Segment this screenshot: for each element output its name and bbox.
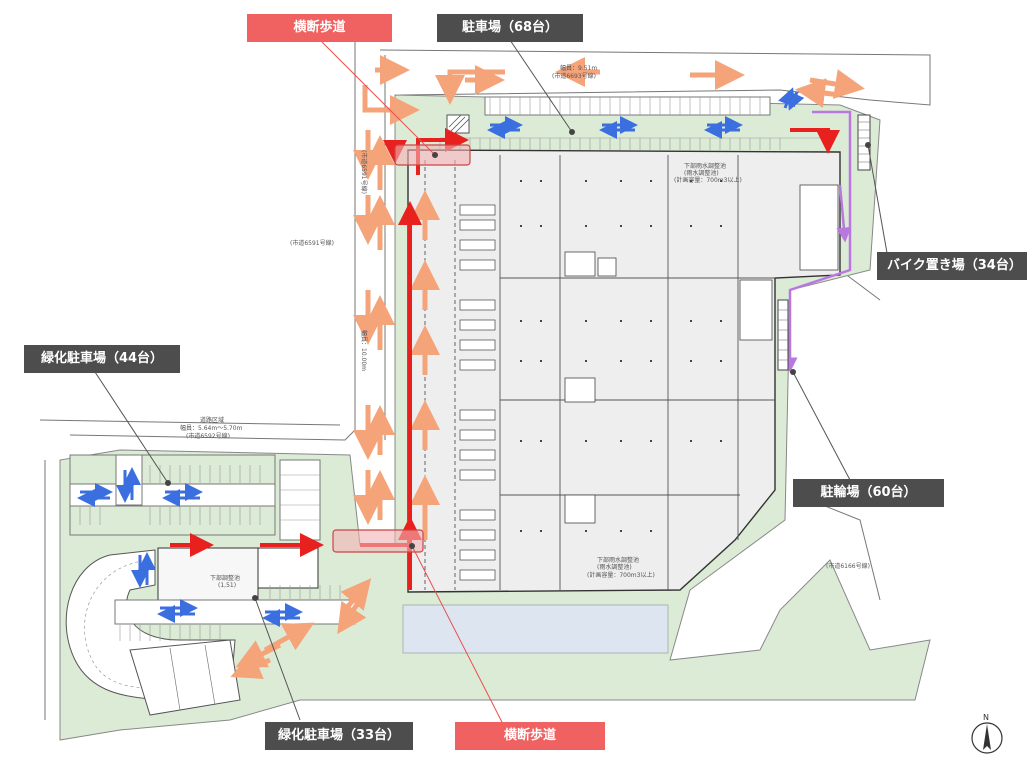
road-north-width: 幅員：9.51m — [560, 64, 597, 72]
road-south-name: 道路区域 — [200, 416, 224, 424]
road-north-id: (市道6693号線) — [552, 72, 596, 80]
lower-west-building — [157, 547, 259, 603]
bike-parking-area — [857, 114, 871, 171]
tank-north-label-1: 下部雨水調整池 — [684, 162, 726, 170]
green-parking-44-ramp — [115, 454, 143, 506]
callout-bicycle-60: 駐輪場（60台） — [793, 479, 944, 507]
tank-north-label-3: (計画容量：700m3以上) — [674, 176, 742, 184]
green-parking-33-stalls — [119, 585, 341, 641]
column-dots — [520, 180, 722, 532]
callout-green-parking-33: 緑化駐車場（33台） — [265, 722, 413, 750]
green-parking-44-aisle — [69, 483, 276, 507]
lower-ramp — [129, 639, 241, 716]
stair-sub-label: (1,51) — [218, 582, 236, 589]
callout-bike-34: バイク置き場（34台） — [877, 252, 1027, 280]
north-label: N — [983, 713, 989, 722]
leader-lines — [94, 39, 891, 729]
blue-traffic-arrows — [77, 87, 805, 627]
callout-crosswalk-top: 横断歩道 — [247, 14, 392, 42]
tank-south-label-3: (計画容量：700m3以上) — [587, 571, 655, 579]
building-rooms — [564, 184, 839, 524]
callout-green-parking-44: 緑化駐車場（44台） — [24, 345, 180, 373]
bicycle-parking-area — [777, 299, 789, 371]
leader-dots — [165, 129, 871, 601]
road-east-id: (市道6166号線) — [826, 562, 870, 570]
tank-south-label-2: (雨水調整池) — [597, 563, 632, 571]
crosswalk-box-bottom — [332, 529, 424, 553]
north-compass-icon: N — [971, 713, 1003, 754]
tank-south-label-1: 下部雨水調整池 — [597, 556, 639, 564]
callout-parking-68: 駐車場（68台） — [437, 14, 583, 42]
stair-label: 下部調整池 — [210, 574, 240, 582]
water-area — [402, 604, 669, 654]
north-stalls — [439, 97, 830, 150]
road-west-id: (市道6591号線) — [290, 239, 334, 247]
loading-docks — [459, 204, 496, 581]
green-parking-44-stalls — [79, 465, 261, 525]
purple-bike-path — [782, 110, 852, 373]
north-parking-band — [484, 96, 771, 116]
road-south-id: (市道6592号線) — [186, 432, 230, 440]
parking-structure-block — [279, 459, 321, 541]
green-parking-33-aisle — [114, 599, 356, 625]
callout-crosswalk-bottom: 横断歩道 — [455, 722, 605, 750]
road-west-width: 幅員：10.00m — [360, 330, 368, 371]
tank-north-label-2: (雨水調整池) — [684, 169, 719, 177]
road-south-width: 幅員：5.64m〜5.70m — [180, 424, 243, 432]
road-mid-id: (市道6591号線) — [360, 150, 368, 194]
stair-core — [257, 547, 319, 589]
